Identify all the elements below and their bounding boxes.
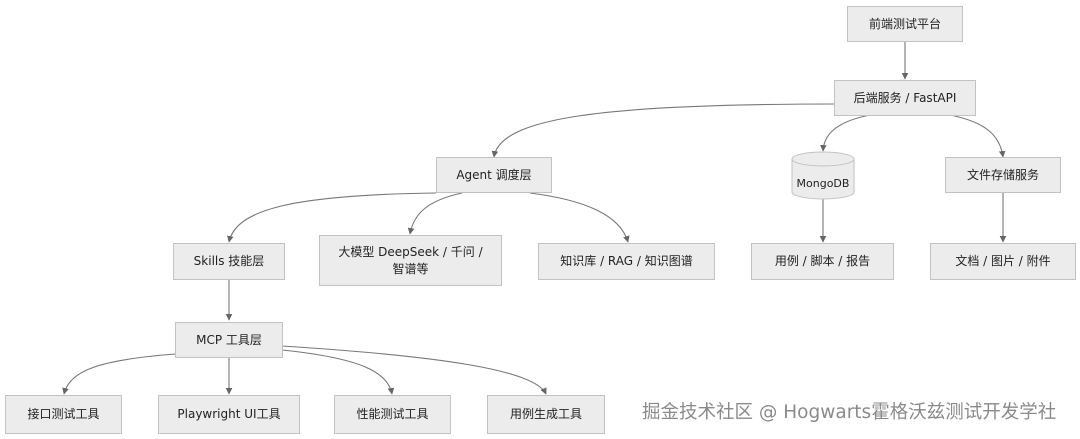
edge-mcp-casegen-tool bbox=[281, 345, 547, 395]
node-frontend: 前端测试平台 bbox=[847, 6, 963, 42]
node-mcp: MCP 工具层 bbox=[175, 322, 283, 358]
node-knowledge: 知识库 / RAG / 知识图谱 bbox=[538, 243, 715, 280]
node-cases-scripts-reports: 用例 / 脚本 / 报告 bbox=[751, 243, 894, 280]
node-mongodb-cylinder bbox=[791, 151, 855, 200]
edge-backend-agent bbox=[491, 103, 839, 158]
node-llm-label-line1: 大模型 DeepSeek / 千问 / bbox=[338, 244, 483, 259]
node-llm: 大模型 DeepSeek / 千问 / 智谱等 bbox=[319, 235, 502, 286]
node-skills-label: Skills 技能层 bbox=[193, 254, 265, 268]
node-knowledge-label: 知识库 / RAG / 知识图谱 bbox=[560, 254, 693, 268]
node-frontend-label: 前端测试平台 bbox=[868, 16, 941, 31]
node-playwright-tool-label: Playwright UI工具 bbox=[177, 407, 281, 421]
node-api-test-tool-label: 接口测试工具 bbox=[27, 407, 100, 421]
node-docs-images-attachments-label: 文档 / 图片 / 附件 bbox=[955, 254, 1051, 268]
edge-mcp-perf-tool bbox=[281, 349, 395, 395]
node-perf-test-tool: 性能测试工具 bbox=[334, 395, 451, 434]
edge-agent-skills bbox=[227, 192, 437, 243]
node-case-gen-tool: 用例生成工具 bbox=[487, 395, 605, 434]
node-mongodb-label: MongoDB bbox=[796, 177, 850, 190]
node-api-test-tool: 接口测试工具 bbox=[5, 395, 122, 434]
node-docs-images-attachments: 文档 / 图片 / 附件 bbox=[930, 243, 1076, 280]
edge-backend-mongodb bbox=[820, 114, 871, 152]
edge-agent-llm bbox=[407, 192, 463, 235]
node-llm-label-line2: 智谱等 bbox=[392, 261, 429, 276]
node-agent: Agent 调度层 bbox=[436, 157, 552, 193]
node-file-storage: 文件存储服务 bbox=[945, 157, 1061, 193]
edge-mcp-api-tool bbox=[62, 353, 176, 395]
node-backend: 后端服务 / FastAPI bbox=[834, 80, 976, 116]
node-file-storage-label: 文件存储服务 bbox=[966, 167, 1039, 182]
node-mcp-label: MCP 工具层 bbox=[196, 332, 262, 347]
node-case-gen-tool-label: 用例生成工具 bbox=[509, 407, 582, 421]
node-backend-label: 后端服务 / FastAPI bbox=[853, 90, 957, 105]
node-cases-scripts-reports-label: 用例 / 脚本 / 报告 bbox=[774, 254, 871, 268]
node-skills: Skills 技能层 bbox=[173, 243, 285, 280]
edge-backend-file-storage bbox=[949, 114, 1006, 158]
watermark: 掘金技术社区 @ Hogwarts霍格沃兹测试开发学社 bbox=[642, 402, 1057, 423]
node-agent-label: Agent 调度层 bbox=[456, 167, 532, 182]
edge-agent-knowledge bbox=[529, 192, 630, 243]
node-playwright-tool: Playwright UI工具 bbox=[158, 395, 300, 434]
node-perf-test-tool-label: 性能测试工具 bbox=[356, 407, 429, 421]
